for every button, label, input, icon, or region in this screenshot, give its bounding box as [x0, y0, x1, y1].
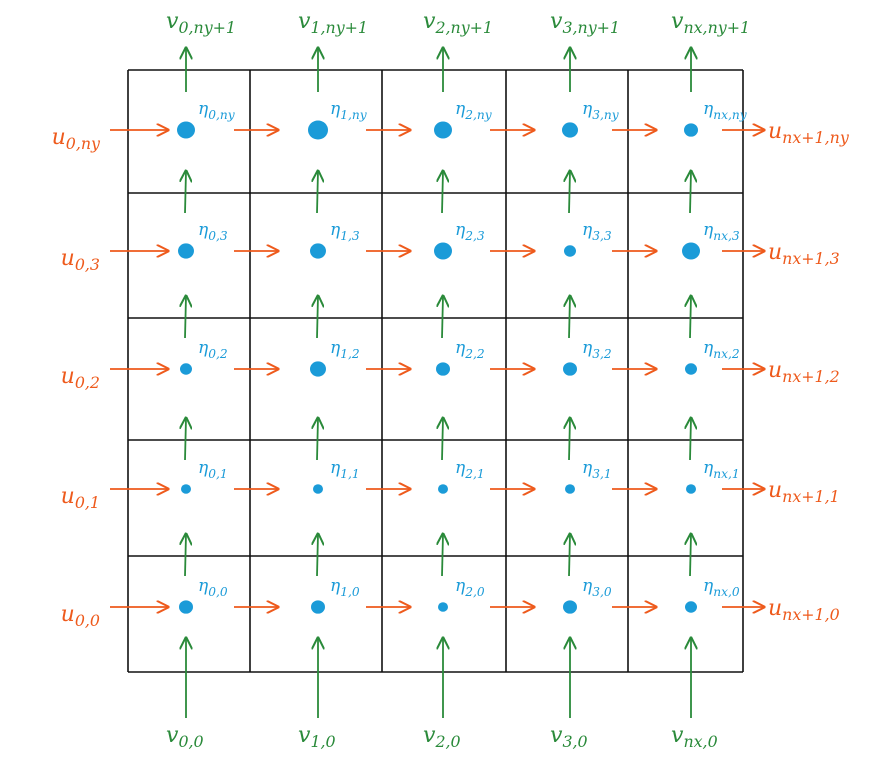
v-top-label: v0,ny+1: [166, 9, 236, 37]
eta-label: η3,ny: [582, 99, 620, 122]
v-arrow: [442, 296, 443, 339]
eta-point: [179, 600, 193, 614]
eta-label: η0,0: [198, 576, 228, 599]
eta-point: [310, 243, 326, 259]
v-bottom-label: v2,0: [423, 723, 461, 751]
eta-point: [438, 602, 448, 612]
v-arrow: [185, 171, 186, 214]
eta-point: [564, 245, 576, 257]
eta-label: ηnx,0: [703, 576, 740, 599]
eta-label: η2,ny: [455, 99, 493, 122]
v-arrow: [569, 296, 570, 339]
eta-point: [181, 484, 191, 494]
eta-point: [686, 484, 696, 494]
u-left-label: u0,1: [61, 484, 100, 512]
v-arrow: [317, 171, 318, 214]
eta-label: η1,3: [330, 220, 360, 243]
eta-label: η3,1: [582, 458, 612, 481]
v-arrow: [690, 534, 691, 577]
v-top-label: v3,ny+1: [550, 9, 620, 37]
eta-point: [178, 243, 194, 259]
eta-label: η2,1: [455, 458, 485, 481]
eta-label: η3,0: [582, 576, 612, 599]
v-arrow: [442, 418, 443, 461]
eta-label: η1,0: [330, 576, 360, 599]
v-bottom-label: vnx,0: [671, 723, 718, 751]
eta-point: [434, 121, 452, 139]
v-bottom-label: v3,0: [550, 723, 588, 751]
v-arrow: [442, 534, 443, 577]
eta-point: [685, 601, 697, 613]
eta-label: η1,2: [330, 338, 360, 361]
eta-point: [180, 363, 192, 375]
eta-label: ηnx,3: [703, 220, 740, 243]
v-top-label: v1,ny+1: [298, 9, 368, 37]
v-arrow: [690, 171, 691, 214]
eta-point: [313, 484, 323, 494]
eta-label: η3,3: [582, 220, 612, 243]
v-bottom-label: v1,0: [298, 723, 336, 751]
eta-point: [311, 600, 325, 614]
u-left-label: u0,ny: [52, 125, 101, 153]
u-right-label: unx+1,1: [768, 478, 840, 506]
v-arrow: [317, 418, 318, 461]
labels: η0,ny η1,ny η2,ny η3,ny ηnx,ny η0,3 η1,3 η2,3 η3…: [52, 9, 850, 751]
eta-point: [438, 484, 448, 494]
eta-label: η0,3: [198, 220, 228, 243]
eta-label: η1,1: [330, 458, 360, 481]
eta-label: η0,1: [198, 458, 228, 481]
v-arrow: [185, 296, 186, 339]
v-bottom-label: v0,0: [166, 723, 204, 751]
v-arrow: [569, 171, 570, 214]
eta-point: [684, 123, 698, 137]
v-arrow: [690, 296, 691, 339]
grid-lines: [127, 69, 744, 673]
eta-point: [562, 122, 578, 138]
eta-label: ηnx,2: [703, 338, 740, 361]
v-arrow: [690, 418, 691, 461]
eta-label: η0,ny: [198, 99, 236, 122]
v-arrow: [569, 418, 570, 461]
eta-label: η1,ny: [330, 99, 368, 122]
eta-point: [436, 362, 450, 376]
u-right-label: unx+1,ny: [768, 119, 850, 147]
v-arrow: [185, 534, 186, 577]
eta-point: [563, 600, 577, 614]
eta-point: [682, 242, 700, 260]
v-arrow: [317, 534, 318, 577]
u-right-label: unx+1,3: [768, 240, 840, 268]
v-top-label: v2,ny+1: [423, 9, 493, 37]
eta-point: [565, 484, 575, 494]
v-arrow: [185, 418, 186, 461]
u-left-label: u0,0: [61, 602, 100, 630]
eta-point: [563, 362, 577, 376]
v-top-label: vnx,ny+1: [671, 9, 750, 37]
eta-point: [308, 120, 328, 140]
eta-point: [177, 121, 195, 139]
eta-dots: [177, 120, 700, 614]
eta-label: ηnx,ny: [703, 99, 748, 122]
u-right-label: unx+1,2: [768, 358, 840, 386]
eta-label: η2,0: [455, 576, 485, 599]
eta-label: η2,3: [455, 220, 485, 243]
eta-label: η3,2: [582, 338, 612, 361]
v-arrow: [442, 171, 443, 214]
u-left-label: u0,3: [61, 246, 100, 274]
v-arrows: [185, 48, 691, 718]
eta-label: η2,2: [455, 338, 485, 361]
u-right-label: unx+1,0: [768, 596, 840, 624]
eta-label: η0,2: [198, 338, 228, 361]
eta-point: [434, 242, 452, 260]
eta-point: [310, 361, 326, 377]
eta-point: [685, 363, 697, 375]
u-left-label: u0,2: [61, 364, 100, 392]
eta-label: ηnx,1: [703, 458, 740, 481]
v-arrow: [317, 296, 318, 339]
v-arrow: [569, 534, 570, 577]
u-arrows: [110, 130, 764, 607]
